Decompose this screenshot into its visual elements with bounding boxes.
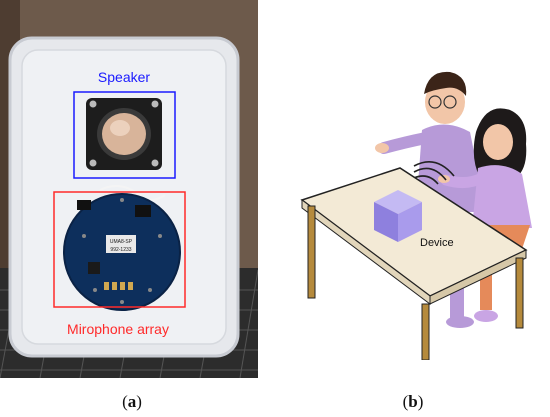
user-interaction-illustration: Device bbox=[300, 71, 532, 361]
photo-panel-a: Speaker UMA8-SP 992-1233 Mirophone array bbox=[0, 0, 259, 379]
illustration-panel-b: Device bbox=[290, 60, 540, 361]
sound-waves bbox=[413, 160, 455, 185]
caption-a: (a) bbox=[102, 392, 162, 412]
microphone-array-box bbox=[53, 191, 186, 308]
device-cube bbox=[374, 190, 422, 242]
microphone-array-label: Mirophone array bbox=[67, 321, 169, 337]
speaker-box bbox=[73, 91, 176, 179]
caption-b-open: ( bbox=[402, 392, 409, 411]
caption-a-close: ) bbox=[136, 392, 142, 411]
speaker-label: Speaker bbox=[98, 69, 150, 85]
caption-b: (b) bbox=[383, 392, 443, 412]
caption-a-letter: a bbox=[127, 392, 137, 411]
microphone-array-board: UMA8-SP 992-1233 bbox=[63, 185, 181, 311]
caption-b-letter: b bbox=[408, 392, 418, 411]
caption-b-close: ) bbox=[417, 392, 424, 411]
device-label: Device bbox=[420, 237, 454, 249]
device-photo: Speaker UMA8-SP 992-1233 Mirophone array bbox=[0, 0, 259, 379]
chip-label-2: 992-1233 bbox=[110, 247, 131, 253]
chip-label-1: UMA8-SP bbox=[110, 239, 133, 245]
caption-a-open: ( bbox=[122, 392, 128, 411]
speaker-module bbox=[86, 98, 162, 170]
